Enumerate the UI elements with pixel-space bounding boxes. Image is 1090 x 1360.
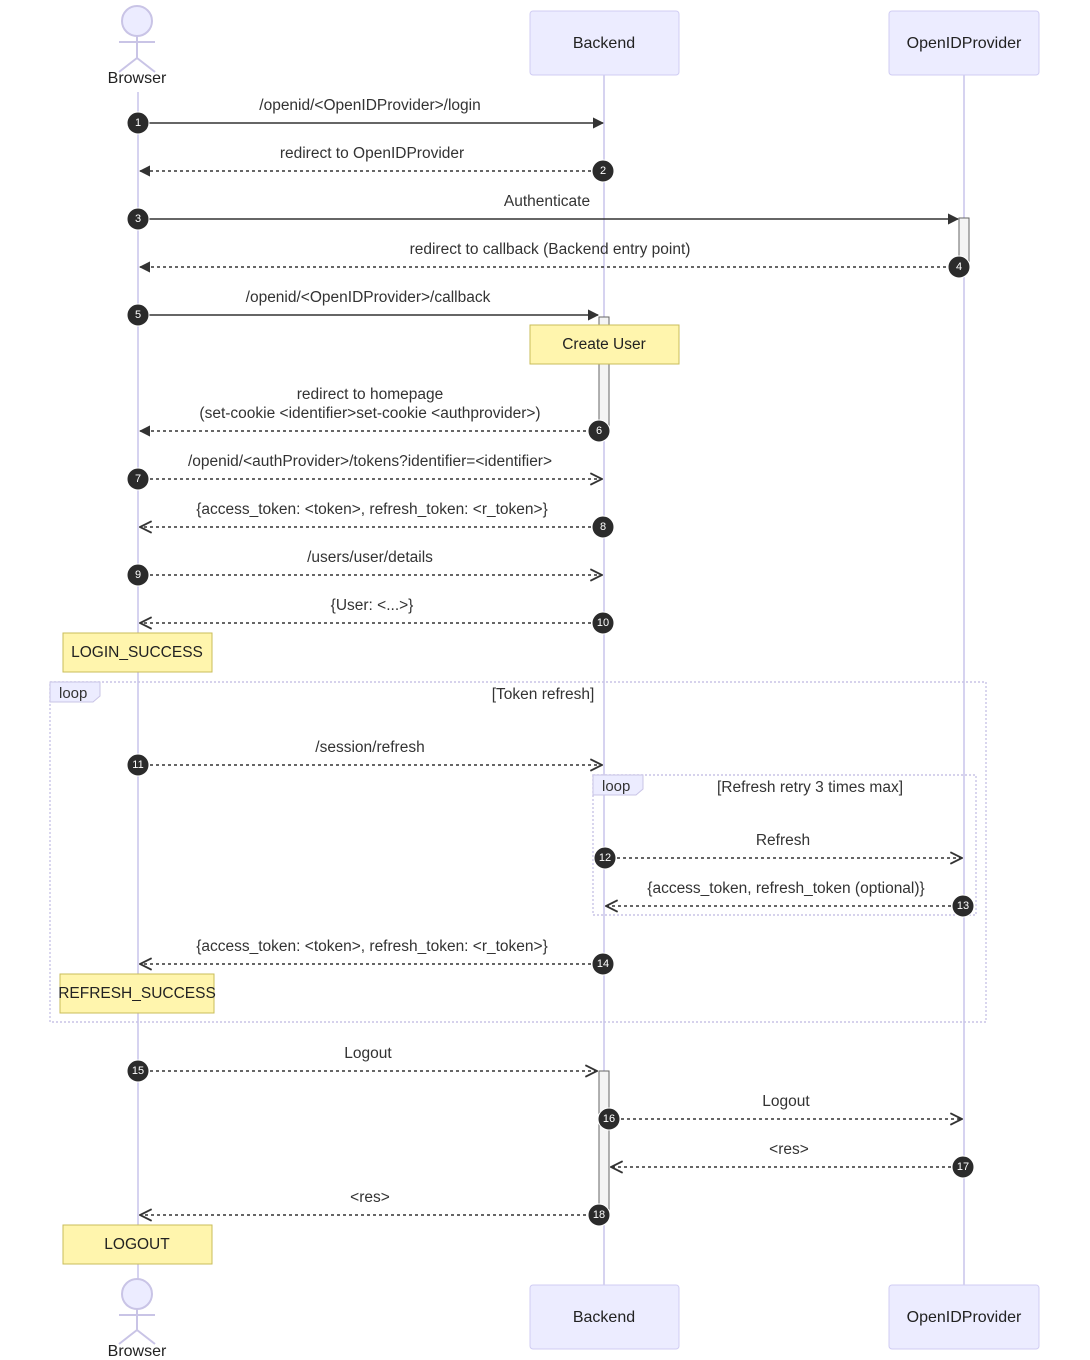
sequence-number: 14: [597, 958, 609, 970]
sequence-number: 6: [596, 425, 602, 437]
sequence-number: 1: [135, 117, 141, 129]
message-16: Logout 16: [597, 1093, 962, 1131]
message-label: <res>: [769, 1141, 809, 1158]
message-label: Logout: [344, 1045, 392, 1062]
participant-label: OpenIDProvider: [907, 1309, 1022, 1326]
participant-label: Browser: [108, 70, 167, 87]
note-refresh-success: REFRESH_SUCCESS: [58, 973, 216, 1014]
note-create-user: Create User: [529, 324, 680, 365]
svg-text:LOGOUT: LOGOUT: [104, 1236, 170, 1253]
sequence-number: 15: [132, 1065, 144, 1077]
message-1: /openid/<OpenIDProvider>/login 1: [126, 97, 605, 135]
sequence-number: 4: [956, 261, 962, 273]
message-2: redirect to OpenIDProvider 2: [138, 145, 615, 183]
loop-condition: [Refresh retry 3 times max]: [717, 779, 903, 796]
message-label: Authenticate: [504, 193, 590, 210]
svg-text:LOGIN_SUCCESS: LOGIN_SUCCESS: [71, 644, 203, 661]
message-14: {access_token: <token>, refresh_token: <…: [140, 938, 615, 976]
provider-participant-top: OpenIDProvider: [888, 10, 1040, 76]
sequence-number: 18: [593, 1209, 605, 1221]
message-9: /users/user/details 9: [126, 549, 602, 587]
message-11: /session/refresh 11: [126, 739, 602, 777]
sequence-number: 7: [135, 473, 141, 485]
message-label: /users/user/details: [307, 549, 433, 566]
browser-actor-top: Browser: [108, 5, 167, 87]
backend-participant-bottom: Backend: [529, 1284, 680, 1350]
message-label: /openid/<authProvider>/tokens?identifier…: [188, 453, 552, 470]
backend-participant-top: Backend: [529, 10, 680, 76]
sequence-number: 12: [599, 852, 611, 864]
loop-refresh-retry: loop [Refresh retry 3 times max]: [592, 774, 977, 916]
message-label: {User: <...>}: [331, 597, 414, 614]
browser-actor-bottom: Browser: [108, 1278, 167, 1360]
sequence-number: 17: [957, 1161, 969, 1173]
message-label-line-2: (set-cookie <identifier>set-cookie <auth…: [199, 405, 540, 422]
message-label: /openid/<OpenIDProvider>/login: [259, 97, 480, 114]
participant-label: Backend: [573, 35, 635, 52]
message-18: <res> 18: [140, 1189, 611, 1227]
loop-label: loop: [59, 685, 87, 702]
sequence-number: 8: [600, 521, 606, 533]
message-label: {access_token: <token>, refresh_token: <…: [196, 938, 548, 955]
message-label: redirect to OpenIDProvider: [280, 145, 464, 162]
participant-label: OpenIDProvider: [907, 35, 1022, 52]
message-label: Refresh: [756, 832, 810, 849]
message-label: {access_token, refresh_token (optional)}: [647, 880, 924, 897]
sequence-number: 9: [135, 569, 141, 581]
sequence-number: 13: [957, 900, 969, 912]
message-10: {User: <...>} 10: [140, 597, 615, 635]
message-13: {access_token, refresh_token (optional)}…: [606, 880, 975, 918]
participant-label: Browser: [108, 1343, 167, 1360]
sequence-number: 3: [135, 213, 141, 225]
svg-text:Create User: Create User: [562, 336, 646, 353]
participant-label: Backend: [573, 1309, 635, 1326]
message-4: redirect to callback (Backend entry poin…: [138, 241, 971, 279]
message-3: Authenticate 3: [126, 193, 960, 231]
message-5: /openid/<OpenIDProvider>/callback 5: [126, 289, 600, 327]
message-label: redirect to homepage: [297, 386, 443, 403]
message-label: /session/refresh: [315, 739, 424, 756]
message-8: {access_token: <token>, refresh_token: <…: [140, 501, 615, 539]
sequence-number: 16: [603, 1113, 615, 1125]
svg-text:REFRESH_SUCCESS: REFRESH_SUCCESS: [58, 985, 216, 1002]
message-label: redirect to callback (Backend entry poin…: [410, 241, 691, 258]
message-6: redirect to homepage (set-cookie <identi…: [138, 386, 611, 443]
loop-label: loop: [602, 778, 630, 795]
message-label: {access_token: <token>, refresh_token: <…: [196, 501, 548, 518]
message-12: Refresh 12: [593, 832, 962, 870]
loop-condition: [Token refresh]: [492, 686, 595, 703]
sequence-number: 10: [597, 617, 609, 629]
loop-token-refresh: loop [Token refresh]: [49, 681, 987, 1023]
message-7: /openid/<authProvider>/tokens?identifier…: [126, 453, 602, 491]
message-label: <res>: [350, 1189, 390, 1206]
note-logout: LOGOUT: [62, 1224, 213, 1265]
message-label: /openid/<OpenIDProvider>/callback: [246, 289, 491, 306]
provider-participant-bottom: OpenIDProvider: [888, 1284, 1040, 1350]
message-17: <res> 17: [611, 1141, 975, 1179]
note-login-success: LOGIN_SUCCESS: [62, 632, 213, 673]
sequence-number: 11: [132, 759, 143, 771]
sequence-number: 2: [600, 165, 606, 177]
backend-activation: [598, 1070, 610, 1216]
message-label: Logout: [762, 1093, 810, 1110]
message-15: Logout 15: [126, 1045, 597, 1083]
sequence-number: 5: [135, 309, 141, 321]
